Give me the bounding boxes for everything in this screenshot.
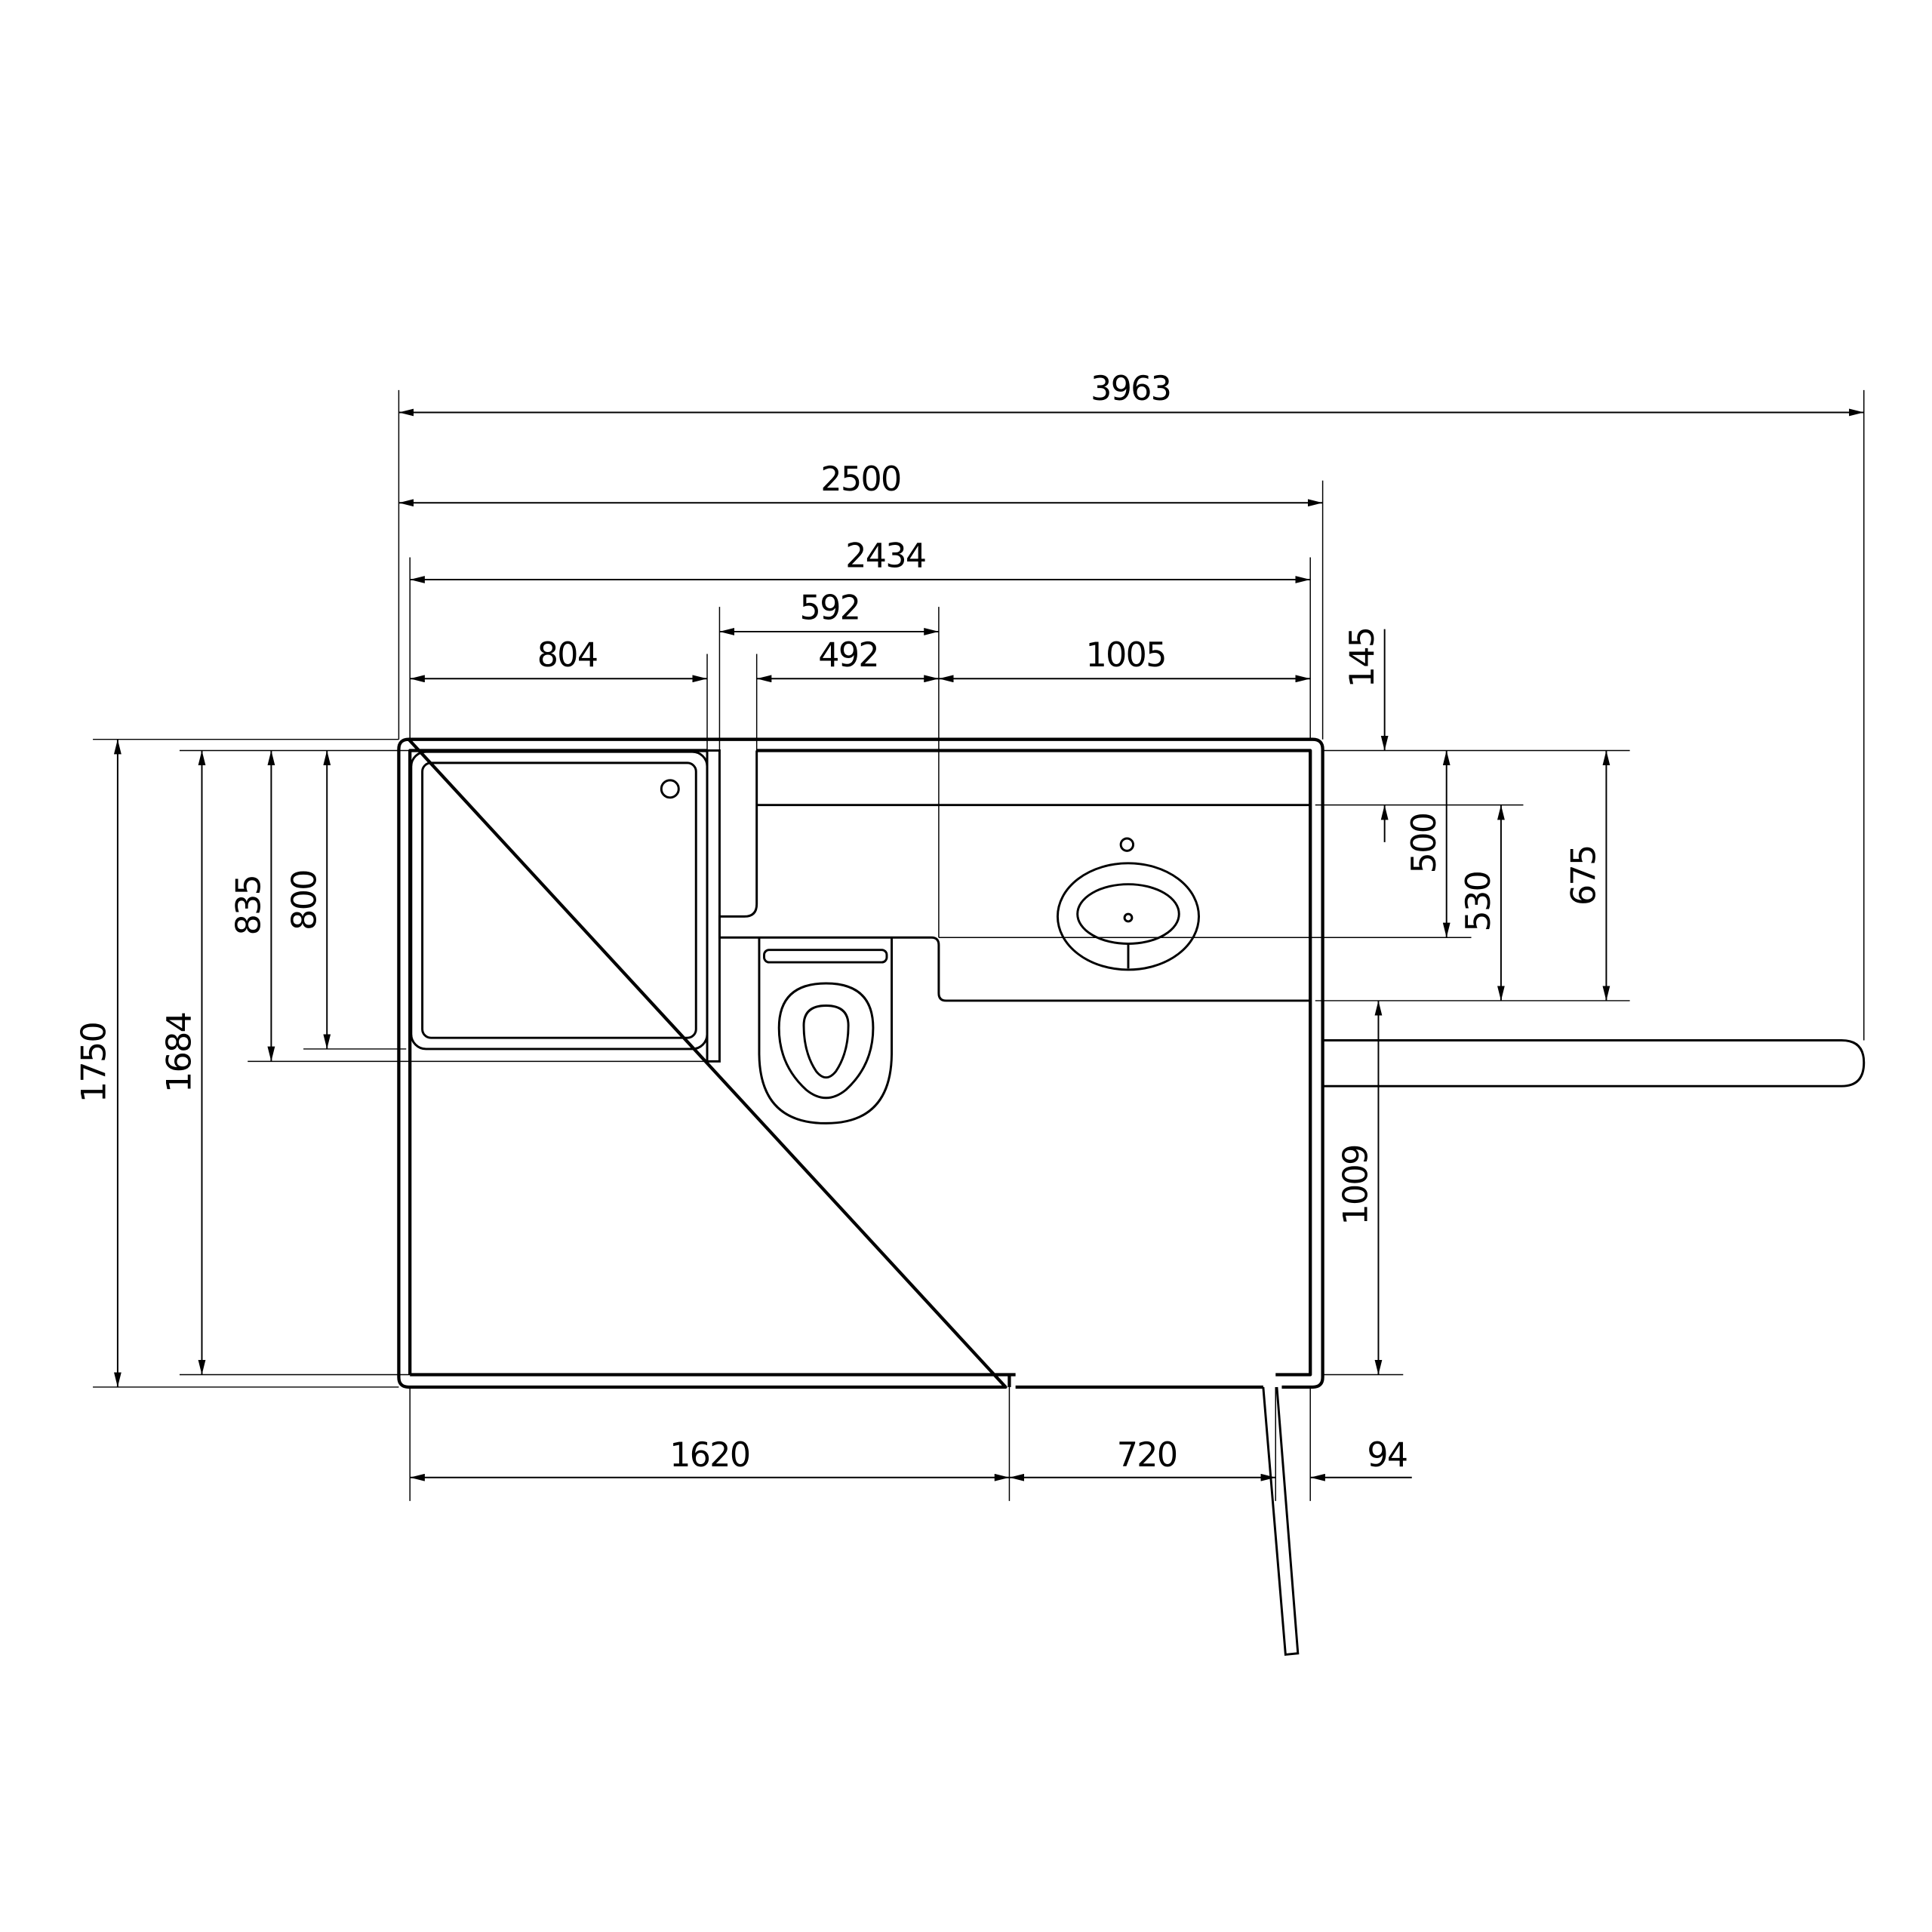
- dim-2500: 2500: [820, 460, 900, 499]
- shower-partition: [706, 749, 721, 1063]
- door-leaf: [1262, 1386, 1300, 1657]
- dim-800: 800: [285, 870, 324, 931]
- dim-835: 835: [230, 875, 269, 936]
- faucet-icon: [1119, 837, 1135, 852]
- room-walls: [397, 737, 1324, 1389]
- dim-2434: 2434: [845, 537, 925, 576]
- dim-1620: 1620: [669, 1436, 749, 1475]
- dim-1750: 1750: [75, 1023, 113, 1103]
- inner-wall: [408, 749, 1312, 1377]
- counter-outline: [718, 750, 1311, 1002]
- dim-530: 530: [1460, 872, 1498, 932]
- dim-94: 94: [1367, 1436, 1407, 1475]
- dim-675: 675: [1565, 845, 1604, 906]
- outer-wall: [397, 737, 1324, 1389]
- dim-1684: 1684: [161, 1013, 199, 1093]
- horizontal-dimensions: 3963 2500 2434 592 804 492 1005 1620 720…: [398, 370, 1864, 1481]
- dim-3963: 3963: [1091, 370, 1171, 408]
- toilet-cistern: [763, 949, 888, 964]
- dim-1009: 1009: [1337, 1145, 1376, 1225]
- dim-804: 804: [537, 636, 598, 675]
- washbasin: [1056, 837, 1200, 971]
- dim-145: 145: [1343, 628, 1382, 688]
- basin-outer: [1056, 862, 1200, 971]
- basin-drain-icon: [1123, 912, 1134, 923]
- extension-lines: [93, 389, 1865, 1501]
- toilet: [758, 937, 894, 1124]
- dim-592: 592: [800, 589, 860, 628]
- dim-500: 500: [1405, 814, 1444, 874]
- shower-tray-inner: [421, 761, 697, 1039]
- dim-720: 720: [1117, 1436, 1177, 1475]
- grab-rail: [1322, 1038, 1866, 1088]
- toilet-seat-opening: [802, 1004, 850, 1079]
- dim-492: 492: [818, 636, 878, 675]
- vertical-dimensions: 1750 1684 835 800 145 500 530 675 1009: [75, 628, 1611, 1387]
- shower-drain-icon: [660, 779, 680, 799]
- toilet-bowl: [758, 937, 894, 1124]
- toilet-seat: [777, 982, 875, 1100]
- shower-tray: [410, 749, 721, 1063]
- dim-1005: 1005: [1086, 636, 1166, 675]
